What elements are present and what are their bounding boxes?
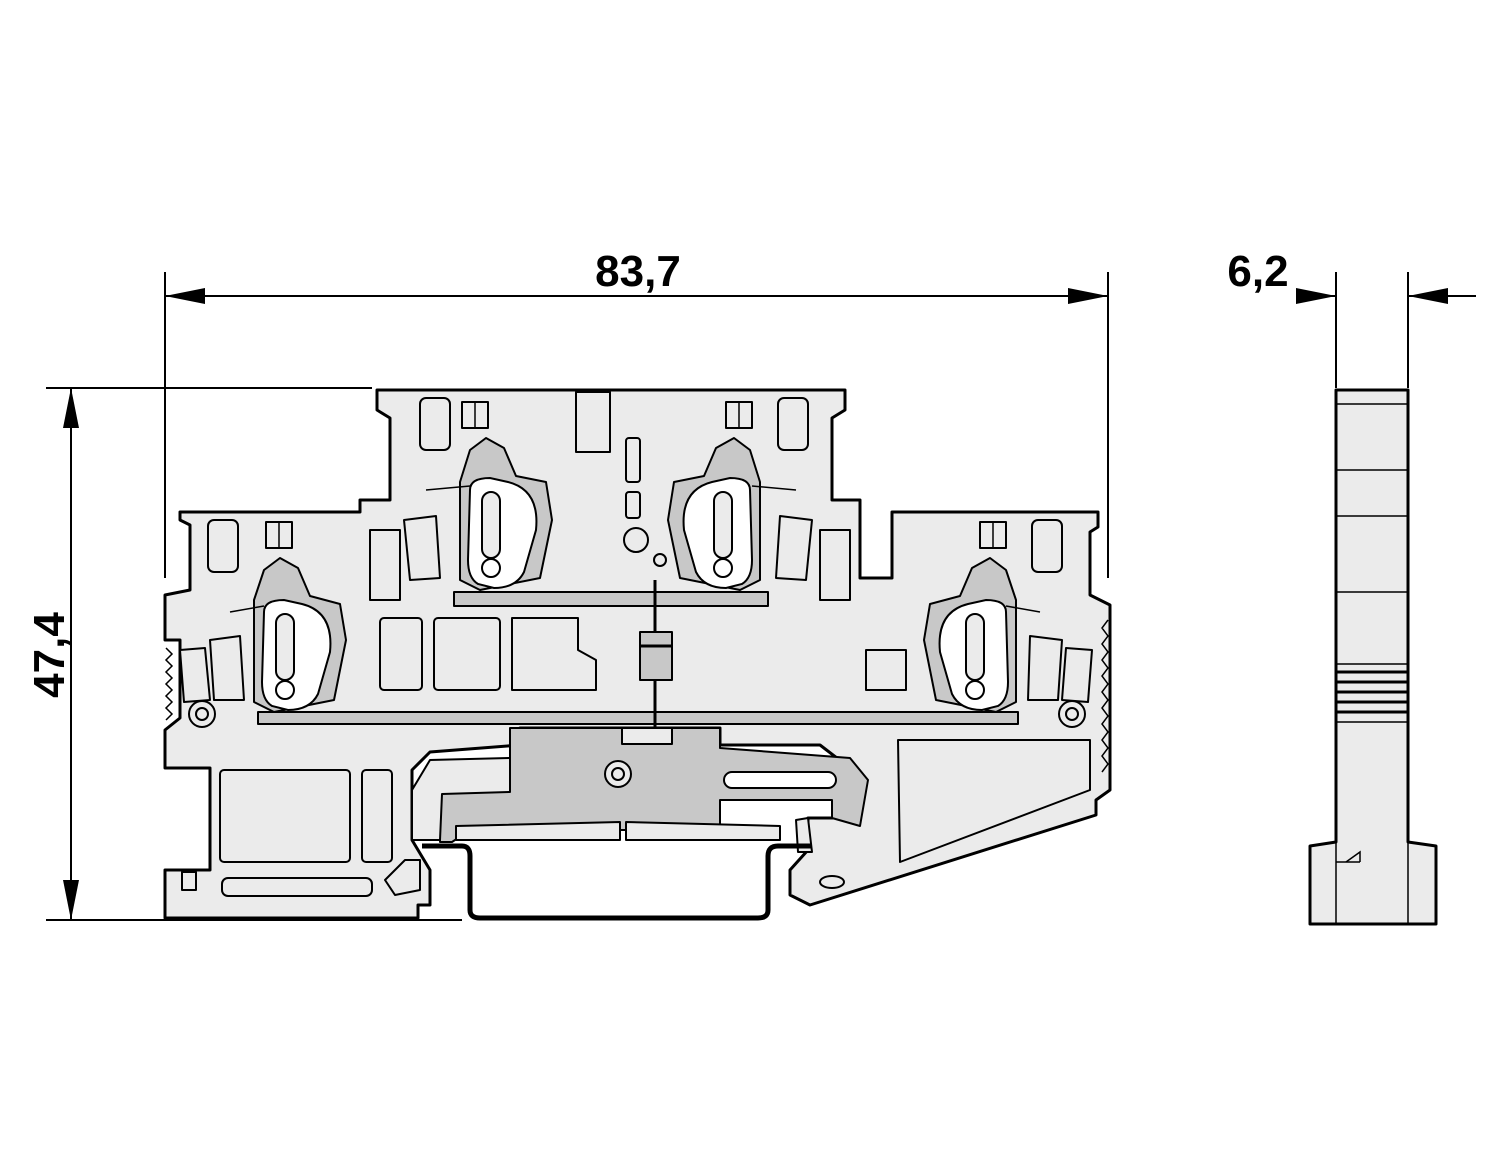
- spring-clamp-upper-left: [425, 437, 553, 591]
- foot-slot-bottom: [221, 877, 373, 897]
- cavity-4: [865, 649, 907, 691]
- cavity-2: [433, 617, 501, 691]
- length-label: 83,7: [595, 247, 681, 296]
- upper-slot-1: [419, 397, 451, 451]
- lower-slot-right: [1031, 519, 1063, 573]
- center-hole: [623, 527, 649, 553]
- upper-side-cavity-right: [819, 529, 851, 601]
- upper-bus-bar: [453, 591, 769, 607]
- spring-clamp-lower-left: [229, 557, 347, 713]
- height-label: 47,4: [25, 612, 74, 698]
- spring-clamp-lower-right: [923, 557, 1041, 713]
- foot-center-hole-inner: [611, 767, 625, 781]
- side-cavity-right-1: [1027, 635, 1063, 701]
- cavity-1: [379, 617, 423, 691]
- upper-center-notch: [575, 391, 611, 453]
- grip-serration-left: [164, 647, 174, 721]
- release-hole: [819, 875, 845, 889]
- width-dimension: 6,2: [1227, 247, 1476, 388]
- diode-component: [639, 580, 673, 730]
- rail-clip-right: [625, 821, 781, 841]
- lower-bus-bar: [257, 711, 1019, 725]
- center-slot: [625, 437, 641, 483]
- cavity-3: [511, 617, 597, 691]
- side-grip-ribs: [1336, 663, 1408, 723]
- upper-clamp-cavity-left: [403, 515, 441, 581]
- spring-clamp-upper-right: [667, 437, 797, 591]
- foot-notch: [181, 871, 197, 891]
- center-pin: [653, 553, 667, 567]
- side-foot-latch: [1345, 850, 1361, 863]
- foot-hook-left: [411, 757, 511, 841]
- side-cavity-left-2: [209, 635, 245, 701]
- foot-slot-small: [361, 769, 393, 863]
- foot-slot-right: [723, 771, 837, 789]
- lower-slot-left: [207, 519, 239, 573]
- grip-serration-right: [1101, 619, 1109, 773]
- length-dimension: 83,7: [164, 247, 1109, 578]
- terminal-block-side-view: [1308, 388, 1438, 926]
- side-cavity-left-1: [179, 647, 211, 703]
- mount-hole-right-inner: [1065, 707, 1079, 721]
- foot-center-slot: [621, 727, 673, 745]
- width-label: 6,2: [1227, 247, 1288, 296]
- foot-slot-left: [219, 769, 351, 863]
- upper-side-cavity-left: [369, 529, 401, 601]
- upper-clamp-cavity-right: [775, 515, 813, 581]
- din-rail: [422, 843, 812, 921]
- terminal-block-front-view: [163, 388, 1112, 921]
- mount-hole-left-inner: [195, 707, 209, 721]
- center-slot-2: [625, 491, 641, 519]
- foot-latch-left: [384, 859, 421, 896]
- side-view-outline: [1308, 388, 1438, 926]
- upper-slot-2: [777, 397, 809, 451]
- release-wedge: [897, 739, 1091, 863]
- side-cavity-right-2: [1061, 647, 1093, 703]
- rail-clip-left: [455, 821, 621, 841]
- height-dimension: 47,4: [25, 387, 462, 921]
